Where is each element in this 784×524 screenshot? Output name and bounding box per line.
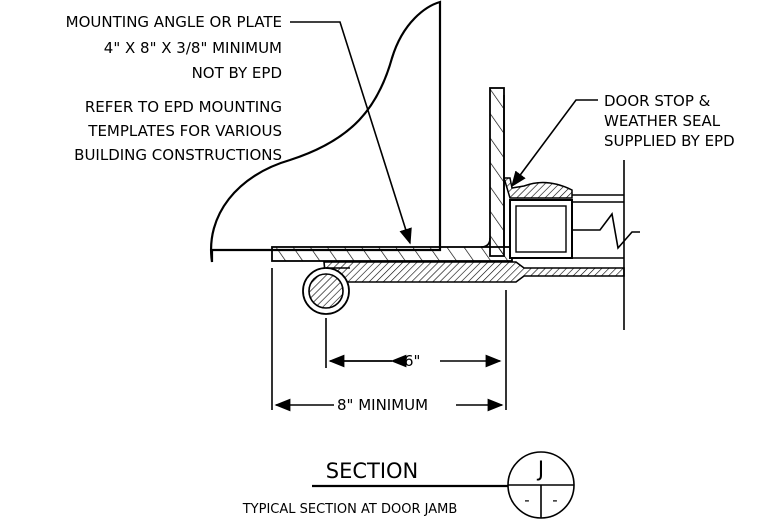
mounting-label-2: 4" X 8" X 3/8" MINIMUM — [104, 39, 282, 57]
building-outline — [209, 0, 442, 263]
door-stop-label-1: DOOR STOP & — [604, 92, 711, 110]
section-bubble-right: - — [552, 491, 557, 509]
hinge-pin — [308, 273, 344, 309]
section-subtitle: TYPICAL SECTION AT DOOR JAMB — [242, 502, 458, 517]
leader-mounting — [290, 21, 412, 245]
refer-label-2: TEMPLATES FOR VARIOUS — [87, 122, 282, 140]
dim-6-label: 6" — [404, 352, 420, 370]
break-line — [572, 212, 640, 250]
mounting-label-1: MOUNTING ANGLE OR PLATE — [66, 13, 282, 31]
door-stop-label-3: SUPPLIED BY EPD — [604, 132, 735, 150]
section-title: SECTION — [326, 459, 419, 483]
refer-label-3: BUILDING CONSTRUCTIONS — [74, 146, 282, 164]
hinge-leaf — [323, 261, 625, 283]
door-stop-inner — [515, 205, 567, 253]
mounting-angle-horizontal — [271, 246, 513, 262]
dim-8-label: 8" MINIMUM — [337, 396, 428, 414]
weather-seal — [502, 177, 573, 199]
leader-door-stop — [511, 99, 598, 188]
refer-label-1: REFER TO EPD MOUNTING — [85, 98, 282, 116]
section-bubble-left: - — [524, 491, 529, 509]
mounting-label-3: NOT BY EPD — [192, 64, 282, 82]
mounting-angle-vertical — [489, 87, 505, 257]
door-stop-label-2: WEATHER SEAL — [604, 112, 721, 130]
section-bubble-letter: J — [536, 457, 544, 481]
